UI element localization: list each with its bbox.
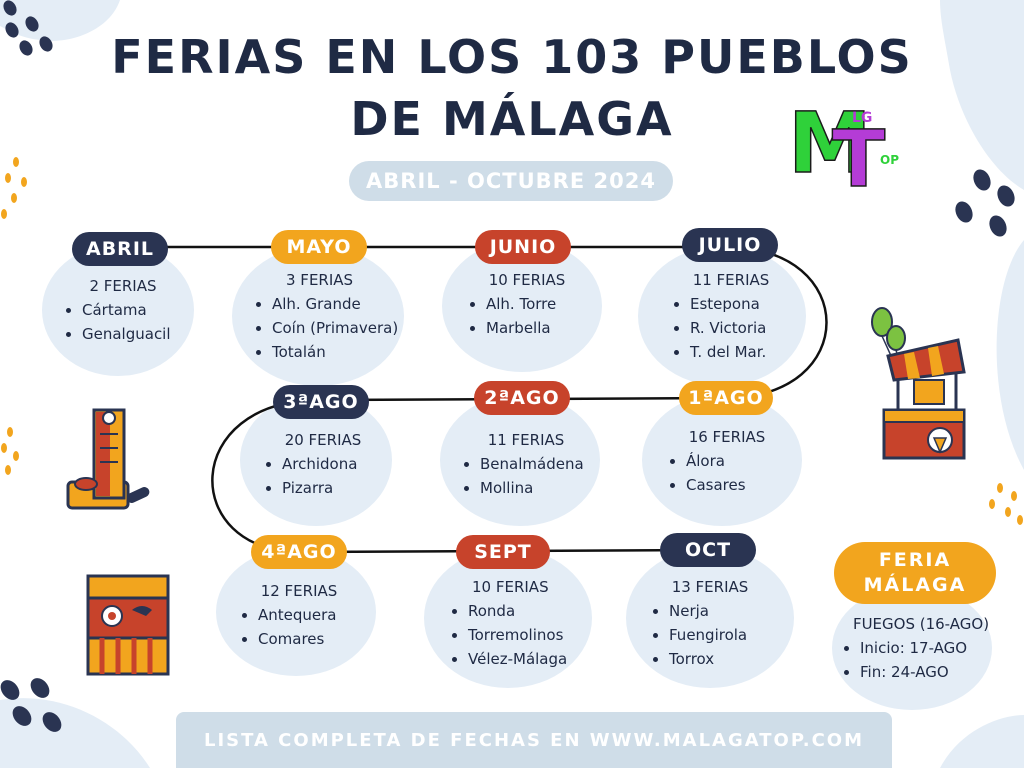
- feria-count: 2 FERIAS: [89, 277, 157, 295]
- page-title-line-1: FERIAS EN LOS 103 PUEBLOS: [111, 30, 913, 84]
- feria-malaga-line-2: MÁLAGA: [863, 574, 967, 596]
- town-item: Torrox: [669, 647, 775, 671]
- town-item: Mollina: [480, 476, 596, 500]
- info-blobs: [42, 240, 992, 710]
- dots-top-left: [3, 0, 53, 56]
- page-title-line-2: DE MÁLAGA: [350, 92, 674, 146]
- feria-malaga-info: FUEGOS (16-AGO) Inicio: 17-AGO Fin: 24-A…: [836, 612, 1006, 684]
- feria-count: 10 FERIAS: [488, 271, 566, 289]
- month-info-1ago: 16 FERIAS Álora Casares: [662, 425, 792, 497]
- month-info-mayo: 3 FERIAS Alh. Grande Coín (Primavera) To…: [248, 268, 408, 364]
- feria-malaga-badge: FERIA MÁLAGA: [834, 542, 996, 604]
- feria-start: Inicio: 17-AGO: [860, 636, 1006, 660]
- town-item: Coín (Primavera): [272, 316, 408, 340]
- date-range-badge: ABRIL - OCTUBRE 2024: [349, 161, 673, 201]
- town-item: T. del Mar.: [690, 340, 796, 364]
- town-item: Benalmádena: [480, 452, 596, 476]
- month-pill-oct: OCT: [660, 533, 756, 567]
- month-info-julio: 11 FERIAS Estepona R. Victoria T. del Ma…: [666, 268, 796, 364]
- feria-count: 11 FERIAS: [692, 271, 770, 289]
- month-pill-abril: ABRIL: [72, 232, 168, 266]
- month-info-4ago: 12 FERIAS Antequera Comares: [234, 579, 364, 651]
- feria-count: 16 FERIAS: [688, 428, 766, 446]
- strength-tester-icon: [66, 408, 150, 510]
- feria-end: Fin: 24-AGO: [860, 660, 1006, 684]
- town-item: Ronda: [468, 599, 594, 623]
- feria-count: 12 FERIAS: [260, 582, 338, 600]
- logo-lg: LG: [852, 110, 872, 126]
- month-pill-junio: JUNIO: [475, 230, 571, 264]
- town-item: Vélez-Málaga: [468, 647, 594, 671]
- month-info-3ago: 20 FERIAS Archidona Pizarra: [258, 428, 388, 500]
- town-item: Alh. Grande: [272, 292, 408, 316]
- town-item: Álora: [686, 449, 792, 473]
- logo-letter-m: M: [788, 100, 872, 192]
- town-item: Archidona: [282, 452, 388, 476]
- orange-dots-right: [989, 483, 1023, 525]
- carnival-stall-icon: [871, 307, 966, 460]
- corner-blob-bottom-left: [0, 698, 150, 768]
- month-info-2ago: 11 FERIAS Benalmádena Mollina: [456, 428, 596, 500]
- feria-count: 20 FERIAS: [284, 431, 362, 449]
- orange-dots-left: [1, 157, 27, 475]
- town-item: Genalguacil: [82, 322, 188, 346]
- month-info-junio: 10 FERIAS Alh. Torre Marbella: [462, 268, 592, 340]
- town-item: Casares: [686, 473, 792, 497]
- logo-letter-t: T: [832, 115, 885, 192]
- month-pill-mayo: MAYO: [271, 230, 367, 264]
- fuegos-date: FUEGOS (16-AGO): [852, 615, 990, 633]
- corner-blob-top-left: [0, 0, 120, 41]
- feria-count: 10 FERIAS: [472, 578, 549, 596]
- feria-count: 11 FERIAS: [487, 431, 565, 449]
- town-item: Comares: [258, 627, 364, 651]
- corner-blob-bottom-right: [940, 715, 1024, 768]
- logo-op: OP: [880, 153, 899, 167]
- dots-right: [955, 169, 1015, 237]
- town-item: Nerja: [669, 599, 775, 623]
- feria-count: 13 FERIAS: [671, 578, 749, 596]
- month-pill-julio: JULIO: [682, 228, 778, 262]
- town-item: Estepona: [690, 292, 796, 316]
- town-item: R. Victoria: [690, 316, 796, 340]
- town-item: Pizarra: [282, 476, 388, 500]
- town-item: Cártama: [82, 298, 188, 322]
- footer-website-banner: LISTA COMPLETA DE FECHAS EN WWW.MALAGATO…: [176, 712, 892, 768]
- side-blob-right: [996, 240, 1024, 470]
- town-item: Fuengirola: [669, 623, 775, 647]
- month-pill-3ago: 3ªAGO: [273, 385, 369, 419]
- month-pill-1ago: 1ªAGO: [679, 381, 773, 415]
- month-pill-sept: SEPT: [456, 535, 550, 569]
- town-item: Marbella: [486, 316, 592, 340]
- month-pill-4ago: 4ªAGO: [251, 535, 347, 569]
- month-info-abril: 2 FERIAS Cártama Genalguacil: [58, 274, 188, 346]
- town-item: Antequera: [258, 603, 364, 627]
- month-info-sept: 10 FERIAS Ronda Torremolinos Vélez-Málag…: [444, 575, 594, 671]
- month-pill-2ago: 2ªAGO: [474, 381, 570, 415]
- feria-count: 3 FERIAS: [286, 271, 354, 289]
- month-info-oct: 13 FERIAS Nerja Fuengirola Torrox: [645, 575, 775, 671]
- feria-malaga-line-1: FERIA: [878, 549, 952, 571]
- malagatop-logo: M T LG OP: [788, 100, 899, 192]
- town-item: Alh. Torre: [486, 292, 592, 316]
- corner-blob-top-right: [940, 0, 1024, 190]
- town-item: Torremolinos: [468, 623, 594, 647]
- dots-bottom-left: [0, 678, 62, 732]
- town-item: Totalán: [272, 340, 408, 364]
- shooting-gallery-icon: [86, 574, 170, 676]
